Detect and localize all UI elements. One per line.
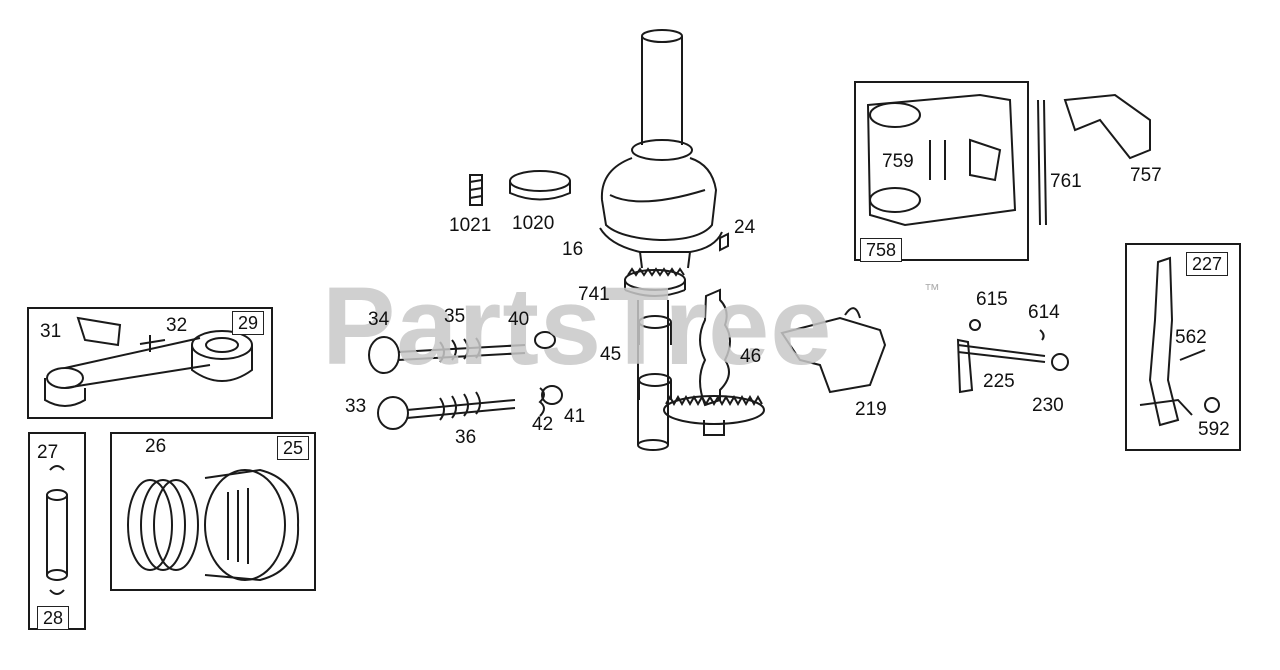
piston-25: [204, 468, 300, 582]
counterweight-cap-1020: [509, 170, 571, 201]
part-label-41[interactable]: 41: [564, 406, 586, 427]
lever-757: [1063, 93, 1151, 160]
part-label-615[interactable]: 615: [976, 289, 1008, 310]
watermark: PartsTree: [322, 265, 833, 388]
camshaft-46: [663, 288, 765, 436]
screw-1021: [469, 174, 483, 206]
part-label-27[interactable]: 27: [37, 442, 59, 463]
box-label-25[interactable]: 25: [277, 436, 310, 460]
piston-rings-26: [127, 479, 199, 571]
part-label-32[interactable]: 32: [166, 315, 188, 336]
part-label-761[interactable]: 761: [1050, 171, 1082, 192]
part-label-24[interactable]: 24: [734, 217, 756, 238]
rod-bolts-31-32: [76, 316, 166, 352]
part-label-42[interactable]: 42: [532, 414, 554, 435]
crankshaft: [599, 29, 723, 269]
part-label-1020[interactable]: 1020: [512, 213, 555, 234]
part-label-46[interactable]: 46: [740, 346, 762, 367]
part-label-592[interactable]: 592: [1198, 419, 1230, 440]
part-label-45[interactable]: 45: [600, 344, 622, 365]
part-label-16[interactable]: 16: [562, 239, 584, 260]
bracket-219: [780, 307, 887, 394]
wrist-pin-27-28: [46, 465, 68, 595]
part-label-36[interactable]: 36: [455, 427, 477, 448]
part-label-757[interactable]: 757: [1130, 165, 1162, 186]
tappets-45: [638, 315, 672, 400]
part-label-1021[interactable]: 1021: [449, 215, 492, 236]
part-label-225[interactable]: 225: [983, 371, 1015, 392]
key-24: [719, 232, 729, 252]
part-label-31[interactable]: 31: [40, 321, 62, 342]
part-label-219[interactable]: 219: [855, 399, 887, 420]
dipstick-761: [1037, 99, 1047, 226]
part-label-26[interactable]: 26: [145, 436, 167, 457]
part-label-35[interactable]: 35: [444, 306, 466, 327]
part-label-33[interactable]: 33: [345, 396, 367, 417]
inset-frame-227: [1125, 243, 1241, 451]
box-label-227[interactable]: 227: [1186, 252, 1229, 276]
part-label-40[interactable]: 40: [508, 309, 530, 330]
trademark-symbol: ™: [924, 282, 940, 299]
sump-758: [866, 93, 1017, 227]
part-label-759[interactable]: 759: [882, 151, 914, 172]
crank-gear-741: [624, 267, 686, 297]
inset-frame-25: [110, 432, 316, 591]
part-label-230[interactable]: 230: [1032, 395, 1064, 416]
box-label-29[interactable]: 29: [232, 311, 265, 335]
governor-shaft-225: [956, 319, 1069, 394]
connecting-rod-29: [44, 330, 253, 407]
valve-33-36-41: [377, 385, 563, 430]
part-label-34[interactable]: 34: [368, 309, 390, 330]
box-label-28[interactable]: 28: [37, 606, 70, 630]
governor-lever-227: [1139, 256, 1220, 427]
box-label-758[interactable]: 758: [860, 238, 903, 262]
inset-frame-758: [854, 81, 1029, 261]
part-label-741[interactable]: 741: [578, 284, 610, 305]
inset-frame-29: [27, 307, 273, 419]
part-label-614[interactable]: 614: [1028, 302, 1060, 323]
valve-34-35-40: [368, 331, 556, 374]
part-label-562[interactable]: 562: [1175, 327, 1207, 348]
